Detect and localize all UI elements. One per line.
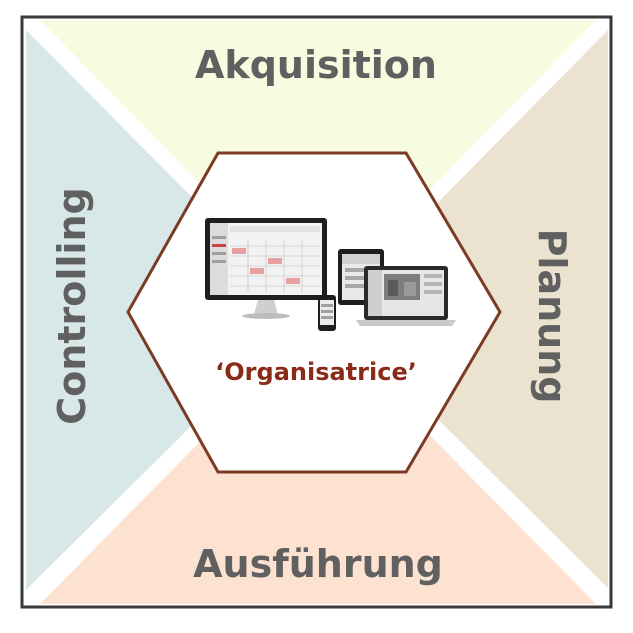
desktop-monitor-icon: [205, 218, 327, 319]
quadrant-label-left: Controlling: [50, 187, 94, 424]
laptop-icon: [356, 266, 456, 326]
devices-icon: [205, 218, 456, 331]
quadrant-label-right: Planung: [530, 229, 574, 404]
center-label: ‘Organisatrice’: [215, 358, 417, 386]
quadrant-label-top: Akquisition: [195, 43, 437, 87]
outer-frame: [20, 15, 613, 609]
phone-icon: [318, 295, 336, 331]
quadrant-label-bottom: Ausführung: [193, 542, 443, 586]
